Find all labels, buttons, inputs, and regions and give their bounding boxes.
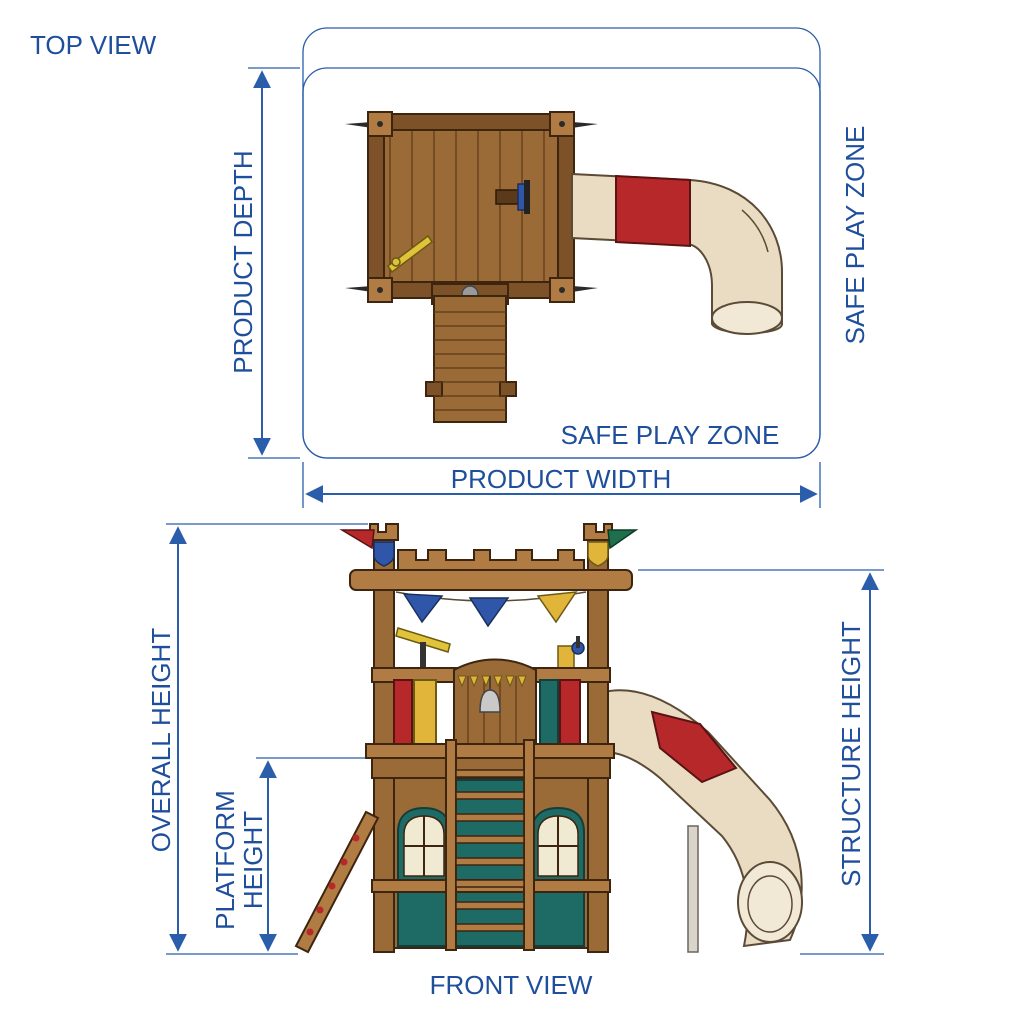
top-view-steps [425, 283, 517, 423]
telescope-top-icon [386, 234, 434, 274]
safe-play-zone-outline [302, 27, 821, 459]
structure-height-label: STRUCTURE HEIGHT [836, 621, 866, 887]
telescope-front-icon [395, 627, 451, 668]
product-depth-label: PRODUCT DEPTH [228, 150, 258, 373]
front-view-label: FRONT VIEW [430, 970, 593, 1000]
steering-wheel-front-icon [557, 636, 585, 671]
bell-icon [479, 676, 501, 713]
safe-play-zone-inner-label: SAFE PLAY ZONE [561, 420, 780, 450]
tube-slide-front [603, 689, 803, 953]
product-depth-dimension [248, 67, 300, 459]
structure-height-dimension [638, 569, 884, 955]
tube-slide-top [571, 172, 783, 335]
product-width-dimension [302, 462, 821, 508]
window-left [397, 806, 451, 881]
overall-height-dimension [166, 523, 368, 955]
rock-wall-ramp [294, 810, 380, 954]
platform-height-label-line1: PLATFORM [210, 790, 240, 930]
steering-wheel-top-icon [495, 180, 530, 214]
platform-height-label-line2: HEIGHT [238, 811, 268, 909]
safe-play-zone-side-label: SAFE PLAY ZONE [840, 126, 870, 345]
bunting [395, 591, 587, 628]
front-view-structure [294, 523, 803, 954]
top-view-structure [345, 111, 783, 423]
platform-height-dimension [256, 757, 366, 952]
window-right [531, 806, 585, 881]
product-width-label: PRODUCT WIDTH [451, 464, 672, 494]
overall-height-label: OVERALL HEIGHT [146, 628, 176, 853]
top-view-label: TOP VIEW [30, 30, 157, 60]
center-ladder [445, 739, 535, 951]
